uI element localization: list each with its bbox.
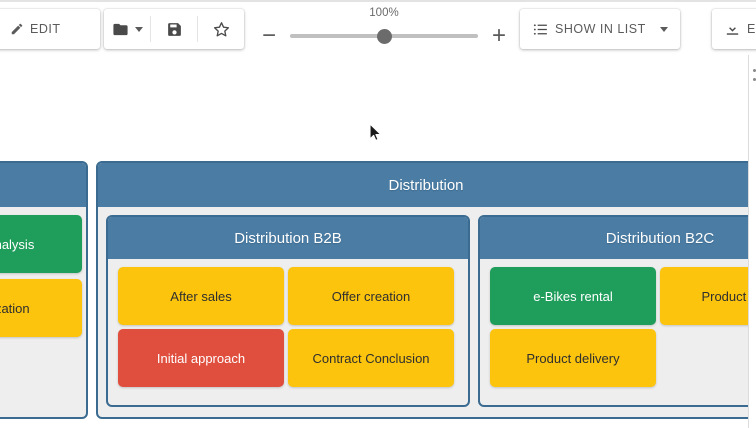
download-icon bbox=[724, 21, 741, 38]
pencil-icon bbox=[10, 22, 24, 36]
group-left-title bbox=[0, 163, 86, 207]
card-label: Contract Conclusion bbox=[312, 350, 430, 366]
toolbar-divider bbox=[150, 16, 151, 42]
folder-button[interactable] bbox=[104, 9, 150, 49]
card-label: ganization bbox=[0, 300, 30, 316]
distribution-b2c-body: e-Bikes rental Product consu Product del… bbox=[480, 259, 754, 405]
card-label: Product consu bbox=[701, 288, 754, 304]
card-contract-conclusion[interactable]: Contract Conclusion bbox=[288, 329, 454, 387]
folder-icon bbox=[112, 21, 129, 38]
distribution-title: Distribution bbox=[98, 163, 754, 207]
group-left-body: ent analysis ganization bbox=[0, 207, 86, 417]
show-in-list-button[interactable]: SHOW IN LIST bbox=[520, 9, 680, 49]
list-bullets-icon bbox=[532, 21, 549, 38]
card-offer-creation[interactable]: Offer creation bbox=[288, 267, 454, 325]
card-product-delivery[interactable]: Product delivery bbox=[490, 329, 656, 387]
card-label: e-Bikes rental bbox=[533, 288, 613, 304]
zoom-percent-label: 100% bbox=[369, 7, 399, 19]
diagram-group-distribution-b2c[interactable]: Distribution B2C e-Bikes rental Product … bbox=[478, 215, 754, 407]
show-in-list-inner[interactable]: SHOW IN LIST bbox=[520, 9, 680, 49]
distribution-b2b-body: After sales Offer creation Initial appro… bbox=[108, 259, 468, 405]
card-label: Initial approach bbox=[156, 350, 246, 366]
card-label: Product delivery bbox=[526, 350, 620, 366]
card-organization[interactable]: ganization bbox=[0, 279, 82, 337]
distribution-body: Distribution B2B After sales Offer creat… bbox=[98, 207, 754, 417]
mouse-cursor bbox=[369, 123, 383, 143]
card-requirement-analysis[interactable]: ent analysis bbox=[0, 215, 82, 273]
favorite-button[interactable] bbox=[198, 9, 244, 49]
zoom-out-button[interactable]: − bbox=[261, 22, 276, 49]
distribution-b2c-title: Distribution B2C bbox=[480, 217, 754, 259]
zoom-slider-row: − + bbox=[258, 21, 510, 51]
diagram-group-distribution[interactable]: Distribution Distribution B2B After sale… bbox=[96, 161, 756, 419]
star-outline-icon bbox=[212, 20, 231, 39]
edit-button[interactable]: EDIT bbox=[0, 9, 100, 49]
panel-dot-icon bbox=[753, 69, 756, 72]
show-in-list-label: SHOW IN LIST bbox=[555, 22, 646, 36]
card-product-consulting[interactable]: Product consu bbox=[660, 267, 754, 325]
save-button[interactable] bbox=[151, 9, 197, 49]
export-button-label: E bbox=[747, 22, 756, 36]
chevron-down-icon bbox=[134, 26, 143, 32]
export-button[interactable]: E bbox=[712, 9, 756, 49]
toolbar: EDIT bbox=[0, 0, 756, 55]
chevron-down-icon bbox=[659, 26, 668, 32]
card-initial-approach[interactable]: Initial approach bbox=[118, 329, 284, 387]
distribution-b2b-title: Distribution B2B bbox=[108, 217, 468, 259]
card-ebikes-rental[interactable]: e-Bikes rental bbox=[490, 267, 656, 325]
edit-button-label: EDIT bbox=[30, 22, 61, 36]
diagram-group-left-partial[interactable]: ent analysis ganization bbox=[0, 161, 88, 419]
export-button-inner[interactable]: E bbox=[712, 9, 756, 49]
panel-dot-icon bbox=[753, 78, 756, 81]
zoom-slider-track[interactable] bbox=[290, 28, 478, 44]
card-after-sales[interactable]: After sales bbox=[118, 267, 284, 325]
diagram-canvas[interactable]: ent analysis ganization Distribution Dis… bbox=[0, 55, 756, 428]
card-label: ent analysis bbox=[0, 236, 35, 252]
diagram-group-distribution-b2b[interactable]: Distribution B2B After sales Offer creat… bbox=[106, 215, 470, 407]
file-actions-group bbox=[104, 9, 244, 49]
card-label: Offer creation bbox=[331, 288, 411, 304]
zoom-slider-handle[interactable] bbox=[376, 28, 392, 44]
right-side-panel[interactable] bbox=[748, 55, 756, 428]
zoom-in-button[interactable]: + bbox=[491, 22, 506, 49]
zoom-control: 100% − + bbox=[258, 2, 510, 57]
edit-button-inner[interactable]: EDIT bbox=[2, 9, 68, 49]
toolbar-divider bbox=[197, 16, 198, 42]
save-floppy-icon bbox=[166, 21, 183, 38]
card-label: After sales bbox=[170, 288, 232, 304]
